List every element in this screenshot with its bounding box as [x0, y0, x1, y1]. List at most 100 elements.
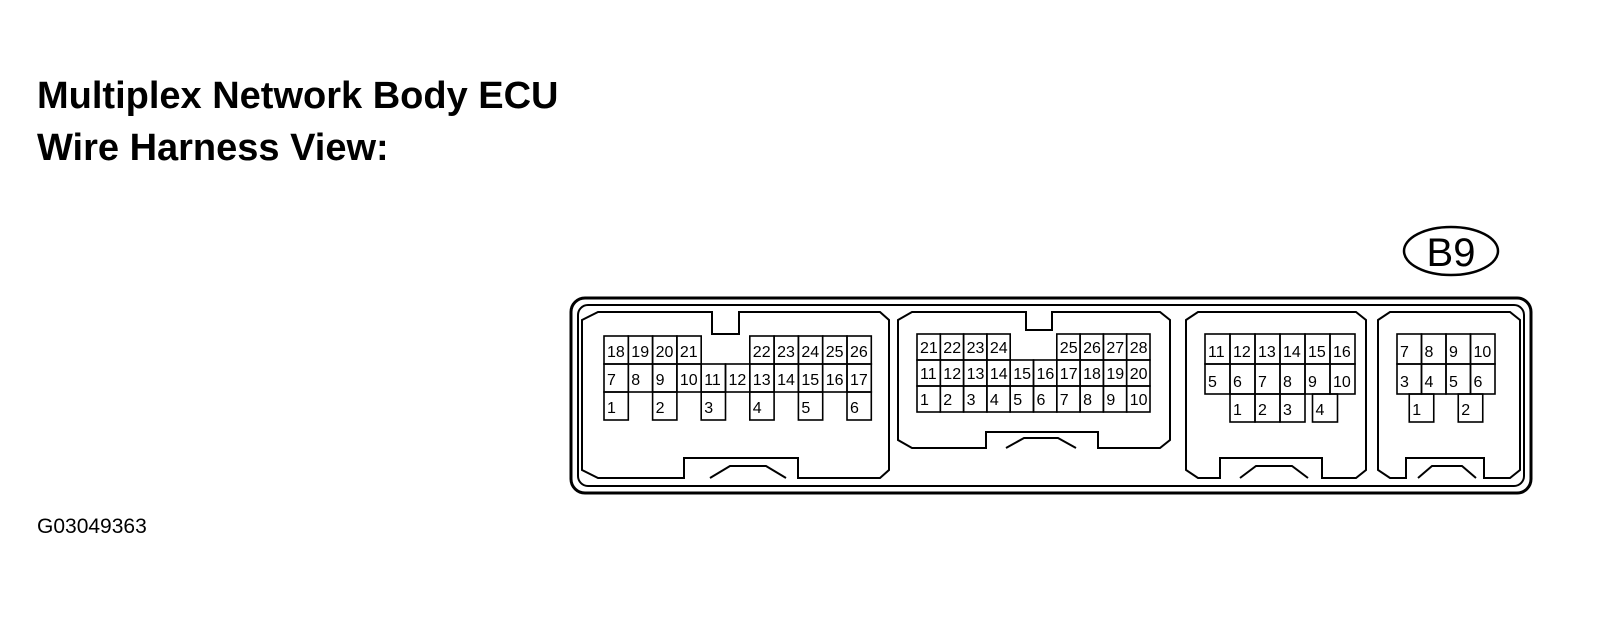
connector-3-terminal-4-label: 4 [1316, 402, 1325, 419]
connector-1-terminal-4-label: 4 [753, 400, 762, 417]
connector-1-terminal-9-label: 9 [656, 372, 665, 389]
connector-3-terminal-4-cell [1311, 393, 1339, 423]
connector-4-terminal-2-label: 2 [1461, 402, 1470, 419]
connector-4-terminal-6-label: 6 [1474, 374, 1483, 391]
connector-3-terminal-9-label: 9 [1308, 374, 1317, 391]
connector-3-terminal-7-label: 7 [1258, 374, 1267, 391]
connector-1-terminal-17-label: 17 [850, 372, 868, 389]
connector-2-terminal-6-label: 6 [1037, 392, 1046, 409]
connector-2-terminal-23-label: 23 [967, 340, 985, 357]
connector-1-shell [581, 311, 890, 479]
connector-3-terminal-10-cell [1329, 363, 1356, 395]
connector-1-terminal-2-cell [651, 391, 678, 421]
connector-2-shell [897, 311, 1171, 449]
connector-4-terminal-1-label: 1 [1412, 402, 1421, 419]
connector-2-key [1005, 437, 1077, 449]
figure-id: G03049363 [37, 515, 147, 538]
connector-2-terminal-24-label: 24 [990, 340, 1008, 357]
connector-3-key [1239, 465, 1309, 479]
connector-3-terminal-15-label: 15 [1308, 344, 1326, 361]
connector-4-shell [1377, 311, 1521, 479]
connector-3-terminal-1-label: 1 [1233, 402, 1242, 419]
connector-2-terminal-26-label: 26 [1083, 340, 1101, 357]
connector-1-terminal-12-label: 12 [729, 372, 747, 389]
connector-1-terminal-15-label: 15 [801, 372, 819, 389]
connector-1-terminal-6-cell [846, 391, 873, 421]
connector-3-terminal-3-label: 3 [1283, 402, 1292, 419]
connector-1-terminal-24-label: 24 [801, 344, 819, 361]
connector-1-terminal-5-cell [797, 391, 824, 421]
title-line-2: Wire Harness View: [37, 127, 389, 169]
connector-2-terminal-17-label: 17 [1060, 366, 1078, 383]
connector-2-terminal-16-label: 16 [1037, 366, 1055, 383]
connector-2-terminal-25-label: 25 [1060, 340, 1078, 357]
connector-3-terminal-16-label: 16 [1333, 344, 1351, 361]
connector-1-terminal-1-label: 1 [607, 400, 616, 417]
ecu-housing-outer [569, 296, 1533, 495]
connector-1-terminal-21-label: 21 [680, 344, 698, 361]
connector-2-terminal-15-label: 15 [1013, 366, 1031, 383]
connector-1-terminal-5-label: 5 [801, 400, 810, 417]
connector-3-shell [1185, 311, 1367, 479]
ecu-housing-inner [577, 304, 1525, 487]
connector-2-terminal-9-label: 9 [1106, 392, 1115, 409]
connector-3-terminal-11-label: 11 [1208, 344, 1225, 361]
diagram-title: Multiplex Network Body ECU Wire Harness … [37, 70, 559, 174]
connector-2-terminal-2-label: 2 [943, 392, 952, 409]
connector-2-terminal-22-label: 22 [943, 340, 961, 357]
connector-1-terminal-2-label: 2 [656, 400, 665, 417]
connector-2-terminal-8-label: 8 [1083, 392, 1092, 409]
connector-1-terminal-23-label: 23 [777, 344, 795, 361]
connector-3-terminal-12-label: 12 [1233, 344, 1251, 361]
connector-4-terminal-7-label: 7 [1400, 344, 1409, 361]
connector-2-terminal-11-label: 11 [920, 366, 937, 383]
connector-4-key [1417, 465, 1477, 479]
connector-1-key [709, 465, 787, 479]
connector-2-terminal-28-label: 28 [1130, 340, 1148, 357]
connector-1-terminal-14-label: 14 [777, 372, 795, 389]
connector-2-terminal-1-label: 1 [920, 392, 929, 409]
connector-1-terminal-26-label: 26 [850, 344, 868, 361]
connector-1-terminal-7-label: 7 [607, 372, 616, 389]
connector-2-terminal-21-label: 21 [920, 340, 938, 357]
connector-2-terminal-3-label: 3 [967, 392, 976, 409]
connector-2-terminal-12-label: 12 [943, 366, 961, 383]
connector-4-terminal-8-label: 8 [1425, 344, 1434, 361]
connector-2-terminal-19-label: 19 [1106, 366, 1124, 383]
connector-3-terminal-13-label: 13 [1258, 344, 1276, 361]
connector-4-terminal-3-label: 3 [1400, 374, 1409, 391]
connector-label-oval [1402, 225, 1500, 277]
connector-1-terminal-22-label: 22 [753, 344, 771, 361]
connector-2-terminal-27-label: 27 [1106, 340, 1124, 357]
connector-1-terminal-1-cell [603, 391, 630, 421]
connector-1-terminal-18-label: 18 [607, 344, 625, 361]
connector-3-terminal-10-label: 10 [1333, 374, 1351, 391]
connector-2-terminal-18-label: 18 [1083, 366, 1101, 383]
connector-4-terminal-5-label: 5 [1449, 374, 1458, 391]
connector-1-terminal-11-label: 11 [704, 372, 721, 389]
connector-2-terminal-5-label: 5 [1013, 392, 1022, 409]
connector-1-terminal-20-label: 20 [656, 344, 674, 361]
connector-1-terminal-4-cell [748, 391, 775, 421]
connector-4-terminal-10-label: 10 [1474, 344, 1492, 361]
connector-1-terminal-13-label: 13 [753, 372, 771, 389]
connector-3-terminal-5-label: 5 [1208, 374, 1217, 391]
connector-1-terminal-19-label: 19 [631, 344, 649, 361]
connector-1-terminal-3-cell [700, 391, 727, 421]
connector-1-terminal-6-label: 6 [850, 400, 859, 417]
connector-2-terminal-10-cell [1125, 385, 1151, 413]
connector-4-terminal-4-label: 4 [1425, 374, 1434, 391]
connector-4-terminal-9-label: 9 [1449, 344, 1458, 361]
connector-3-terminal-2-label: 2 [1258, 402, 1267, 419]
connector-3-terminal-3-cell [1279, 393, 1306, 423]
connector-1-terminal-8-label: 8 [631, 372, 640, 389]
connector-2-terminal-7-label: 7 [1060, 392, 1069, 409]
connector-1-terminal-25-label: 25 [826, 344, 844, 361]
connector-3-terminal-8-label: 8 [1283, 374, 1292, 391]
connector-1-terminal-3-label: 3 [704, 400, 713, 417]
connector-3-terminal-14-label: 14 [1283, 344, 1301, 361]
connector-4-terminal-1-cell [1408, 393, 1435, 423]
connector-label: B9 [1427, 231, 1476, 275]
connector-2-terminal-14-label: 14 [990, 366, 1008, 383]
